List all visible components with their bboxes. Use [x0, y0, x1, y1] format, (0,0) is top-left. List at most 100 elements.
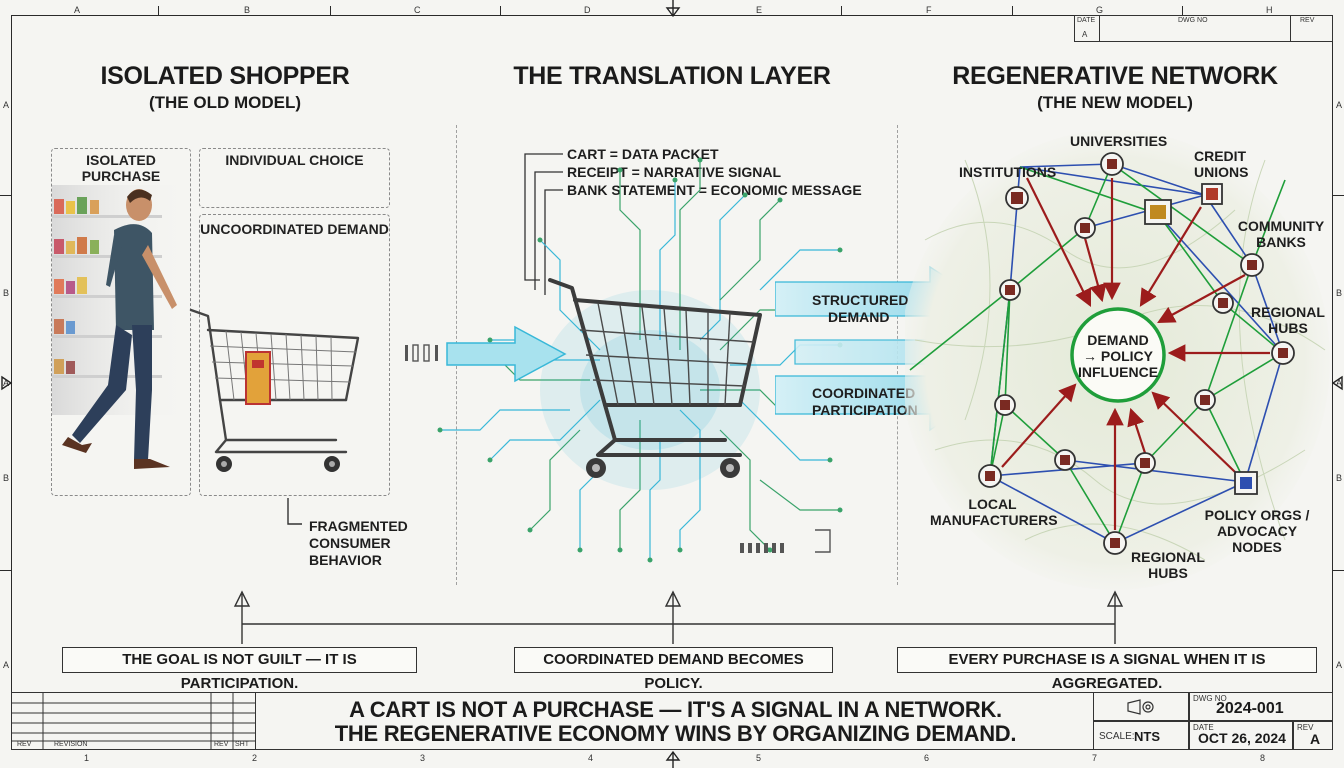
col-marker: G [1096, 5, 1104, 15]
section-title-left: ISOLATED SHOPPER [100, 62, 350, 90]
row-marker: B [1336, 473, 1343, 483]
label-community-banks-1: COMMUNITY [1237, 218, 1325, 234]
col-marker: C [414, 5, 421, 15]
title-block-scale-cell [1093, 721, 1189, 750]
isolated-purchase-box [51, 148, 191, 496]
label-regional-hubs-bottom-2: HUBS [1148, 565, 1188, 581]
caption-line-2: THE REGENERATIVE ECONOMY WINS BY ORGANIZ… [334, 721, 1017, 746]
border-tick [1182, 6, 1183, 16]
title-block-date-cell [1189, 721, 1293, 750]
section-title-right: REGENERATIVE NETWORK [952, 62, 1278, 90]
regenerative-network-diagram [905, 130, 1330, 590]
row-marker: B [1336, 288, 1343, 298]
top-block-rev-label: REV [1300, 17, 1315, 24]
col-number: 3 [420, 753, 426, 763]
revision-table [11, 692, 256, 750]
fragmented-note-3: BEHAVIOR [309, 552, 382, 568]
translation-line-3: BANK STATEMENT = ECONOMIC MESSAGE [567, 182, 862, 198]
border-tick [1012, 6, 1013, 16]
col-marker: F [926, 5, 932, 15]
col-number: 4 [588, 753, 594, 763]
uncoordinated-demand-box [199, 214, 390, 496]
section-subtitle-left: (THE OLD MODEL) [148, 93, 302, 112]
border-tick [158, 6, 159, 16]
row-marker: A [1336, 660, 1343, 670]
col-marker: E [756, 5, 763, 15]
top-block-cell [1290, 15, 1333, 42]
coordinated-participation-2: PARTICIPATION [812, 402, 918, 418]
rev-label: REV [1297, 723, 1314, 732]
goal-box-aggregated: EVERY PURCHASE IS A SIGNAL WHEN IT IS AG… [897, 647, 1317, 692]
rev-header-rev: REV [17, 741, 32, 748]
section-title-middle: THE TRANSLATION LAYER [513, 62, 831, 90]
label-regional-hubs-bottom-1: REGIONAL [1131, 549, 1205, 565]
input-arrow-icon [446, 325, 567, 383]
col-number: 2 [252, 753, 258, 763]
center-mark-bottom-icon [665, 750, 681, 768]
individual-choice-box [199, 148, 390, 208]
label-credit-unions-1: CREDIT [1194, 148, 1247, 164]
top-block-cell [1074, 15, 1100, 42]
row-marker: A [3, 660, 10, 670]
fragmented-note-1: FRAGMENTED [309, 518, 408, 534]
label-local-manufacturers-1: LOCAL [968, 496, 1017, 512]
row-marker: A [3, 378, 10, 388]
col-marker: D [584, 5, 591, 15]
col-marker: B [244, 5, 251, 15]
dwg-no-label: DWG NO [1193, 694, 1227, 703]
border-tick [1333, 570, 1344, 571]
center-node-line-3: INFLUENCE [1077, 364, 1159, 380]
date-value: OCT 26, 2024 [1198, 730, 1286, 746]
rev-header-revision: REVISION [54, 741, 88, 748]
border-tick [500, 6, 501, 16]
goal-box-participation: THE GOAL IS NOT GUILT — IT IS PARTICIPAT… [62, 647, 417, 692]
col-marker: A [74, 5, 81, 15]
label-local-manufacturers-2: MANUFACTURERS [930, 512, 1058, 528]
uncoordinated-demand-label: UNCOORDINATED DEMAND [200, 221, 389, 237]
center-node-line-1: DEMAND [1087, 332, 1149, 348]
scale-value: NTS [1134, 729, 1160, 744]
label-policy-orgs-2: ADVOCACY NODES [1216, 523, 1298, 555]
title-block-dwg-cell [1189, 692, 1333, 721]
coordinated-participation-1: COORDINATED [812, 385, 916, 401]
label-institutions: INSTITUTIONS [959, 164, 1057, 180]
shopper-illustration [52, 185, 190, 469]
label-regional-hubs-right-2: HUBS [1268, 320, 1308, 336]
goal-connector-lines [233, 590, 1124, 644]
col-number: 7 [1092, 753, 1098, 763]
col-number: 8 [1260, 753, 1266, 763]
rev-header-rev-right: REV [214, 741, 229, 748]
row-marker: B [3, 473, 10, 483]
row-marker: A [1336, 378, 1343, 388]
label-community-banks-2: BANKS [1256, 234, 1306, 250]
goal-box-policy: COORDINATED DEMAND BECOMES POLICY. [514, 647, 833, 692]
col-number: 6 [924, 753, 930, 763]
dwg-no-value: 2024-001 [1216, 700, 1284, 717]
leader-line-icon [287, 498, 302, 525]
translation-line-1: CART = DATA PACKET [567, 146, 719, 162]
top-block-sub: A [1082, 30, 1088, 39]
label-credit-unions-2: UNIONS [1194, 164, 1249, 180]
col-number: 1 [84, 753, 90, 763]
isolated-cart-icon [189, 308, 360, 472]
caption-line-1: A CART IS NOT A PURCHASE — IT'S A SIGNAL… [349, 697, 1002, 722]
rev-value: A [1310, 731, 1321, 747]
center-mark-top-icon [665, 0, 681, 18]
scale-label: SCALE: [1099, 731, 1135, 742]
center-mark-right-icon [1331, 375, 1343, 391]
rev-header-sht: SHT [235, 741, 249, 748]
top-block-dwg-label: DWG NO [1178, 17, 1208, 24]
center-node-line-2: → POLICY [1082, 348, 1153, 364]
center-mark-left-icon [1, 375, 13, 391]
section-subtitle-right: (THE NEW MODEL) [1037, 93, 1193, 112]
label-regional-hubs-right-1: REGIONAL [1251, 304, 1325, 320]
col-number: 5 [756, 753, 762, 763]
row-marker: A [1336, 100, 1343, 110]
structured-demand-2: DEMAND [828, 309, 890, 325]
structured-demand-1: STRUCTURED [812, 292, 909, 308]
top-block-date-label: DATE [1077, 17, 1096, 24]
border-tick [0, 195, 11, 196]
border-tick [1333, 195, 1344, 196]
col-marker: H [1266, 5, 1273, 15]
